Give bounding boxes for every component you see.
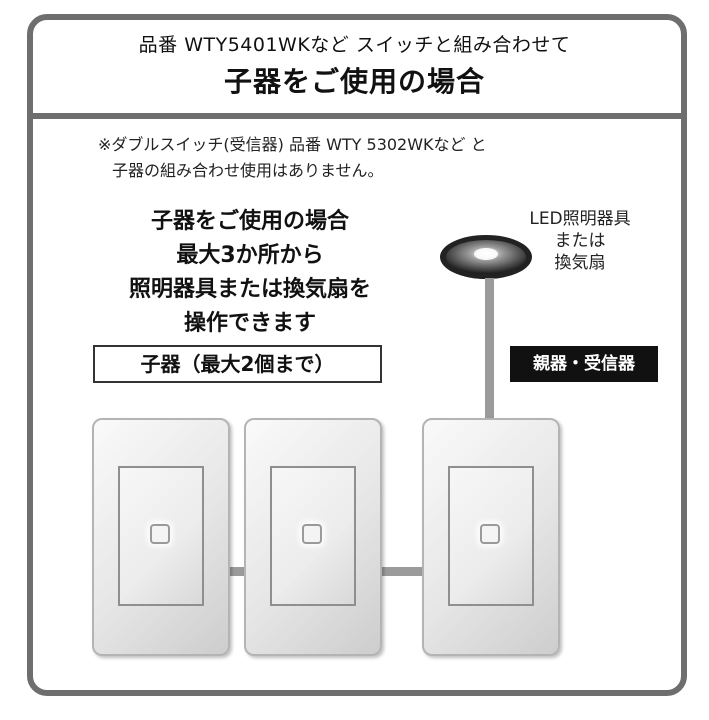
- compatibility-note: ※ダブルスイッチ(受信器) 品番 WTY 5302WKなど と 子器の組み合わせ…: [98, 132, 487, 184]
- lead-line: 照明器具または換気扇を: [128, 277, 371, 302]
- page-title: 子器をご使用の場合: [223, 65, 485, 98]
- light-label-line: 換気扇: [554, 253, 606, 273]
- indicator-lamp-icon: [480, 524, 500, 544]
- switch-rocker: [448, 466, 534, 606]
- lead-line: 子器をご使用の場合: [150, 209, 349, 234]
- wire-link: [380, 567, 424, 576]
- wire-to-light: [485, 278, 494, 418]
- child-switch-2: [244, 418, 382, 656]
- note-line-2: 子器の組み合わせ使用はありません。: [112, 161, 384, 180]
- lead-text: 子器をご使用の場合 最大3か所から 照明器具または換気扇を 操作できます: [90, 205, 410, 341]
- lead-line: 最大3か所から: [176, 243, 324, 268]
- header-divider: [27, 113, 687, 119]
- ceiling-light-icon: [440, 235, 532, 279]
- light-label-line: または: [554, 231, 606, 251]
- indicator-lamp-icon: [302, 524, 322, 544]
- lead-line: 操作できます: [183, 311, 316, 336]
- light-label-line: LED照明器具: [529, 209, 631, 229]
- header-subtitle: 品番 WTY5401WKなど スイッチと組み合わせて: [138, 34, 571, 56]
- indicator-lamp-icon: [150, 524, 170, 544]
- master-receiver-badge: 親器・受信器: [510, 346, 658, 382]
- wire-link: [228, 567, 248, 576]
- switch-rocker: [270, 466, 356, 606]
- note-line-1: ※ダブルスイッチ(受信器) 品番 WTY 5302WKなど と: [98, 135, 487, 154]
- master-switch: [422, 418, 560, 656]
- light-fixture-label: LED照明器具 または 換気扇: [500, 208, 660, 274]
- child-device-label: 子器（最大2個まで）: [93, 345, 382, 383]
- switch-rocker: [118, 466, 204, 606]
- child-switch-1: [92, 418, 230, 656]
